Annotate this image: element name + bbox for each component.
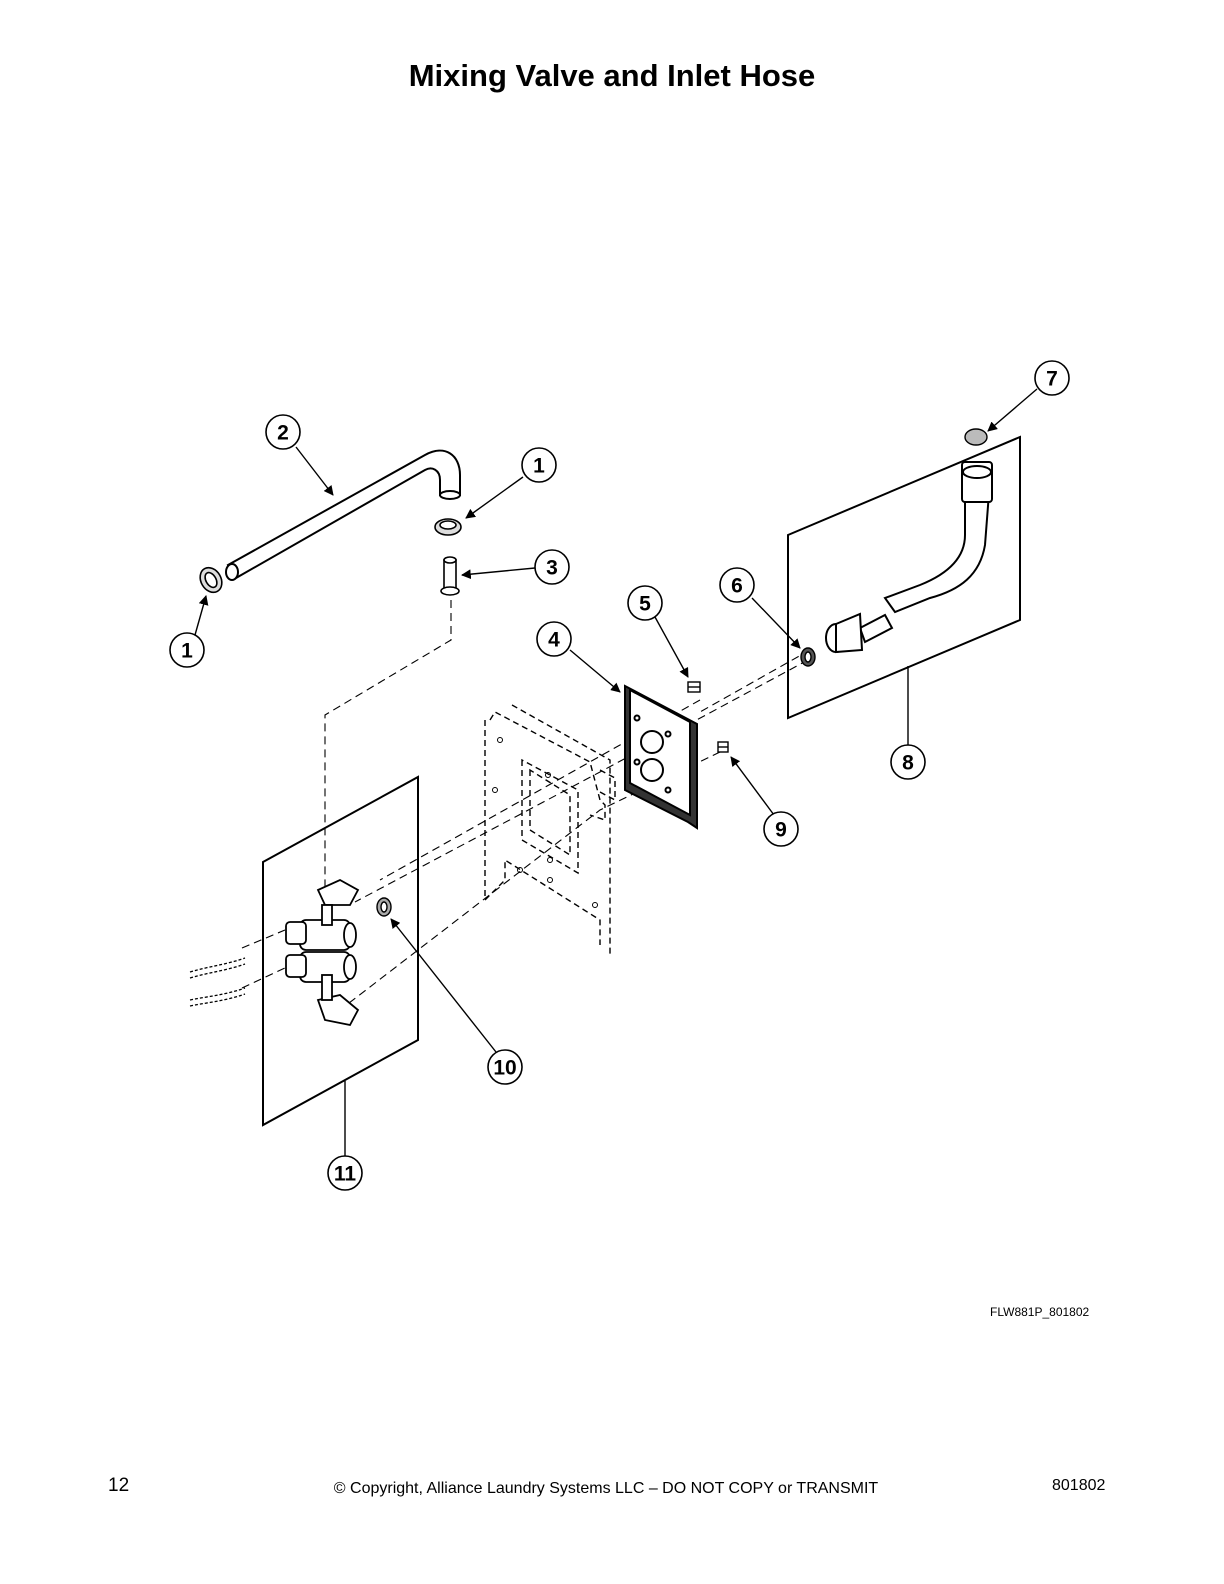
callout-5: 5 [639,593,651,616]
page-number: 12 [108,1475,130,1496]
washer-part [800,647,816,667]
callout-3: 3 [546,557,558,580]
fill-hose-part [225,449,461,581]
cabinet-rear-panel [484,704,616,955]
screw-part [687,681,729,753]
callout-11: 11 [334,1163,357,1186]
figure-id: FLW881P_801802 [990,1305,1090,1319]
hose-clamp-part [199,518,462,594]
cabinet-panel-holes [492,737,598,908]
mounting-plate-part [624,684,698,830]
callout-7: 7 [1046,368,1058,391]
inlet-hose-assembly-box [787,435,1021,720]
callout-8: 8 [902,752,914,775]
callout-circles [169,360,1070,1191]
fill-nozzle-part [440,556,460,596]
mixing-valve-assembly-box [262,775,419,1127]
screen-washer-part [964,428,988,446]
callout-leaders [194,388,1038,1160]
callout-10: 10 [493,1057,516,1080]
inlet-hose-part [825,461,993,654]
callout-9: 9 [775,819,787,842]
valve-wires-part [189,957,246,1007]
callout-labels: 2 1 3 1 4 5 6 7 8 9 10 11 [181,368,1058,1186]
mixing-valve-part [285,878,360,1027]
copyright-notice: © Copyright, Alliance Laundry Systems LL… [333,1480,879,1497]
page-title: Mixing Valve and Inlet Hose [408,58,816,93]
flow-washer-part [376,897,392,917]
callout-2: 2 [277,422,289,445]
callout-4: 4 [548,629,560,652]
document-number: 801802 [1052,1477,1106,1494]
callout-6: 6 [731,575,743,598]
callout-1-top: 1 [533,455,545,478]
callout-1-left: 1 [181,640,193,663]
